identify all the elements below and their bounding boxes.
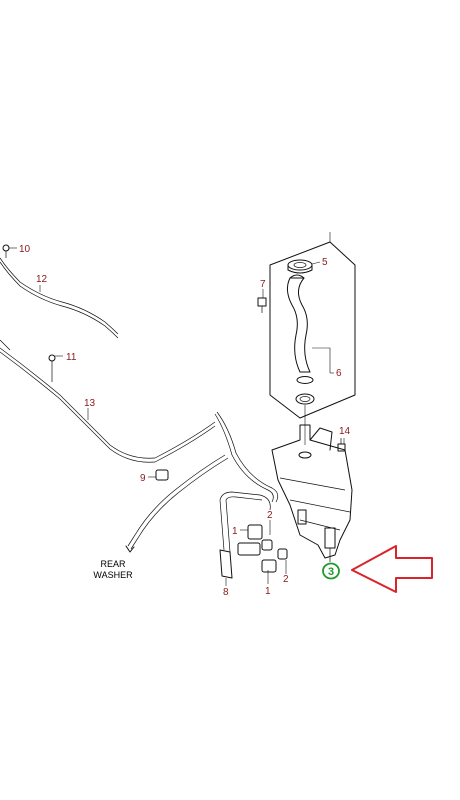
hose-clip-9 (155, 469, 169, 481)
callout-2a: 2 (267, 510, 273, 521)
callout-1b: 1 (265, 586, 271, 597)
nozzle-10 (2, 244, 10, 258)
callout-9: 9 (140, 473, 146, 484)
pointer-arrow (351, 545, 433, 593)
washer-pumps (237, 524, 288, 573)
callout-2b: 2 (283, 574, 289, 585)
callout-10: 10 (19, 244, 31, 255)
washer-hose-12 (0, 257, 119, 339)
rear-washer-hose (125, 454, 229, 553)
callout-7: 7 (260, 279, 266, 290)
callout-8: 8 (223, 587, 229, 598)
rear-washer-label-line2: WASHER (93, 570, 133, 580)
callout-3: 3 (328, 566, 334, 578)
callout-14: 14 (339, 426, 351, 437)
filler-neck (286, 274, 315, 405)
rear-washer-label-line1: REAR (100, 559, 126, 569)
callout-13: 13 (84, 398, 96, 409)
callout-5: 5 (322, 257, 328, 268)
nozzle-11 (48, 354, 56, 382)
bolt-7 (257, 297, 267, 313)
wiring-harness-8 (219, 491, 271, 579)
washer-hose-13 (0, 347, 279, 503)
bolt-14 (337, 438, 346, 452)
callout-1a: 1 (232, 526, 238, 537)
callout-12: 12 (36, 274, 48, 285)
callout-6: 6 (336, 368, 342, 379)
washer-tank (271, 424, 353, 562)
highlight-callout-3: 3 (322, 562, 340, 580)
filler-cap (287, 259, 313, 274)
callout-11: 11 (66, 352, 77, 363)
